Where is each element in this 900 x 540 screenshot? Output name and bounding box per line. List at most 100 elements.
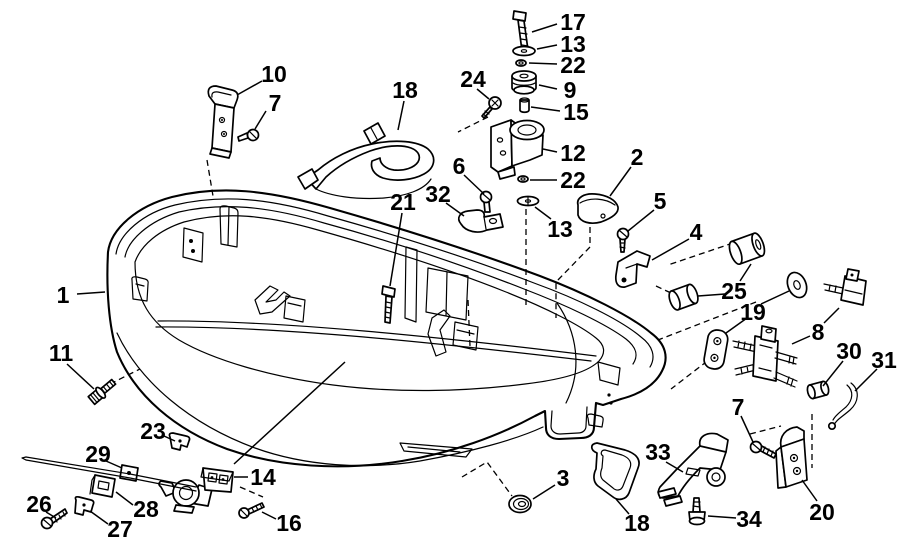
cover-rim-inner-line-2 [124,206,637,365]
leader-part-25 [697,293,726,297]
cover-floor-rail-2 [155,326,592,362]
callout-part-29: 29 [85,441,111,467]
cover-front-skirt-seam [116,332,544,467]
callout-part-27: 27 [107,516,133,540]
lower-engine-cover [106,189,667,468]
leader-part-13 [536,44,558,50]
leader-part-32 [445,202,465,217]
callout-part-18: 18 [392,77,418,103]
part-13-washer-2 [516,195,540,207]
callout-part-22: 22 [560,52,586,78]
callout-part-11: 11 [49,340,74,366]
leader-part-30 [822,360,844,387]
leader-part-29 [105,460,123,469]
callout-part-13: 13 [547,216,573,242]
callout-part-7: 7 [269,90,282,116]
front-tab [399,442,473,458]
keeper-hole [607,393,611,397]
part-33-bracket [657,432,729,507]
leader-part-23 [163,435,176,442]
leader-part-8 [823,307,840,324]
part-28-bracket [89,474,116,498]
callout-part-2: 2 [631,144,644,170]
part-6-screw [479,190,493,213]
part-19-washer-disc [786,271,808,299]
callout-part-21: 21 [390,189,416,215]
dashed-line [655,285,672,294]
part-32-clamp [458,209,504,233]
callout-part-9: 9 [564,77,577,103]
part-9-mount [511,70,537,95]
leader-part-2 [609,166,632,197]
leader-part-21 [389,212,403,287]
part-17-bolt [512,10,529,52]
part-30-cap [806,380,830,400]
part-27-clip [74,495,95,516]
callout-part-34: 34 [736,506,762,532]
callout-part-5: 5 [654,188,667,214]
callout-part-32: 32 [425,181,451,207]
part-12-bracket [490,119,545,180]
callout-part-25: 25 [721,278,747,304]
dashed-line [555,227,591,318]
callout-part-12: 12 [560,140,586,166]
inner-wall-post [219,205,239,248]
leader-part-14 [233,361,346,465]
callout-part-23: 23 [140,418,166,444]
callout-part-15: 15 [563,99,589,125]
leader-part-26 [45,511,57,519]
leader-part-19 [760,290,790,305]
cover-floor-rail-1 [157,320,597,357]
callout-part-6: 6 [453,153,466,179]
part-22-ring [515,59,527,67]
callout-part-3: 3 [557,465,570,491]
callout-part-1: 1 [57,282,70,308]
plate-hole [191,249,195,253]
part-18-corner-seal [590,442,640,501]
bottom-edge-clip [586,413,604,428]
part-18-latch-handle [297,122,435,200]
callout-part-30: 30 [836,338,862,364]
part-20-bracket [775,426,808,489]
cover-right-end-seam [556,302,577,404]
part-25-roller-lower [668,283,699,311]
divider-box [425,267,469,321]
inner-wall-plate [182,227,204,263]
part-21-bolt [381,285,396,324]
part-7-screw-right [749,440,777,459]
callout-part-33: 33 [645,439,671,465]
leader-part-5 [627,209,655,232]
callout-part-22: 22 [560,167,586,193]
callout-part-28: 28 [133,496,159,522]
leader-part-7 [740,415,754,443]
cover-outer-shell [106,189,667,468]
leader-part-4 [651,238,690,261]
part-13-washer [512,45,536,57]
leader-part-15 [530,106,561,112]
leader-part-27 [89,510,109,525]
callout-part-7: 7 [732,394,745,420]
leader-part-16 [261,511,277,520]
part-3-grommet [508,494,532,514]
leader-part-33 [665,461,684,473]
part-10-bracket [207,85,239,159]
callout-part-20: 20 [809,499,835,525]
left-end-bracket [131,276,149,302]
shift-block [452,321,479,351]
callout-part-10: 10 [261,61,287,87]
leader-part-25 [739,263,752,282]
dashed-line [461,461,513,497]
part-24-screw [481,96,502,119]
leader-part-8 [791,335,811,345]
dashed-line [239,486,264,498]
callout-part-19: 19 [740,299,766,325]
callout-part-4: 4 [690,219,703,245]
cable-clamp-block [283,295,306,323]
callout-part-14: 14 [250,464,276,490]
leader-part-17 [531,23,558,33]
dashed-line [467,299,471,347]
part-8-fuel-connector [732,325,798,388]
leader-part-13 [534,206,552,220]
leader-part-11 [66,363,95,390]
